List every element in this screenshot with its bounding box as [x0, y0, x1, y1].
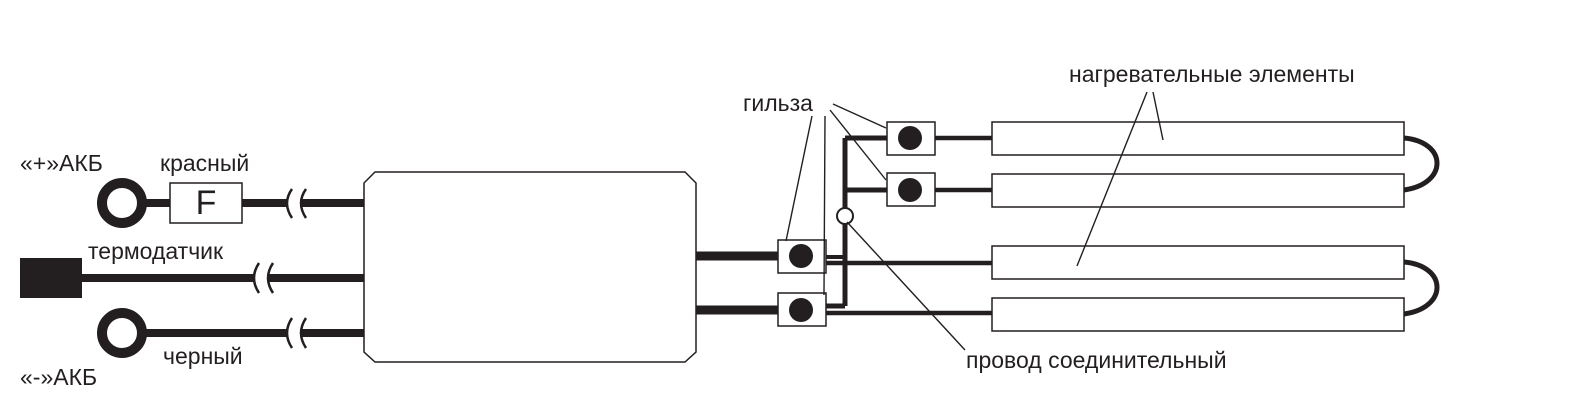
label-thermosensor: термодатчик [88, 238, 224, 264]
leader-heating-2 [1076, 91, 1148, 267]
thermosensor-head [20, 258, 82, 298]
label-battery-minus: «-»АКБ [20, 364, 98, 390]
controller-box [363, 171, 697, 363]
label-battery-plus: «+»АКБ [20, 150, 103, 176]
battery-plus-terminal [97, 178, 147, 228]
heating-element-3 [991, 245, 1405, 280]
crimp-left-bottom [789, 298, 813, 322]
break-mark-red [285, 188, 308, 219]
leader-connecting-wire [846, 221, 966, 351]
crimp-right-top [898, 126, 922, 150]
leader-sleeve-4 [823, 115, 826, 296]
heating-element-1 [991, 121, 1405, 156]
break-mark-black [285, 317, 308, 349]
label-red-wire: красный [160, 150, 250, 176]
heating-element-2 [991, 173, 1405, 208]
crimp-left-top [789, 244, 813, 268]
heating-element-4 [991, 297, 1405, 332]
label-black-wire: черный [163, 343, 243, 369]
element-loop-lower [1403, 259, 1440, 317]
battery-minus-terminal [97, 308, 147, 358]
element-loop-upper [1403, 135, 1440, 193]
break-mark-thermo [252, 262, 275, 294]
label-connecting-wire: провод соединительный [966, 347, 1227, 373]
leader-heating-1 [1152, 91, 1164, 141]
fuse-label: F [195, 184, 217, 222]
crimp-right-bottom [898, 178, 922, 202]
label-sleeve: гильза [743, 90, 813, 116]
leader-sleeve-2 [829, 109, 887, 181]
wire-crossover [836, 207, 854, 225]
label-heating-elements: нагревательные элементы [1069, 61, 1355, 87]
leader-sleeve-1 [832, 103, 887, 129]
leader-sleeve-3 [785, 115, 813, 242]
